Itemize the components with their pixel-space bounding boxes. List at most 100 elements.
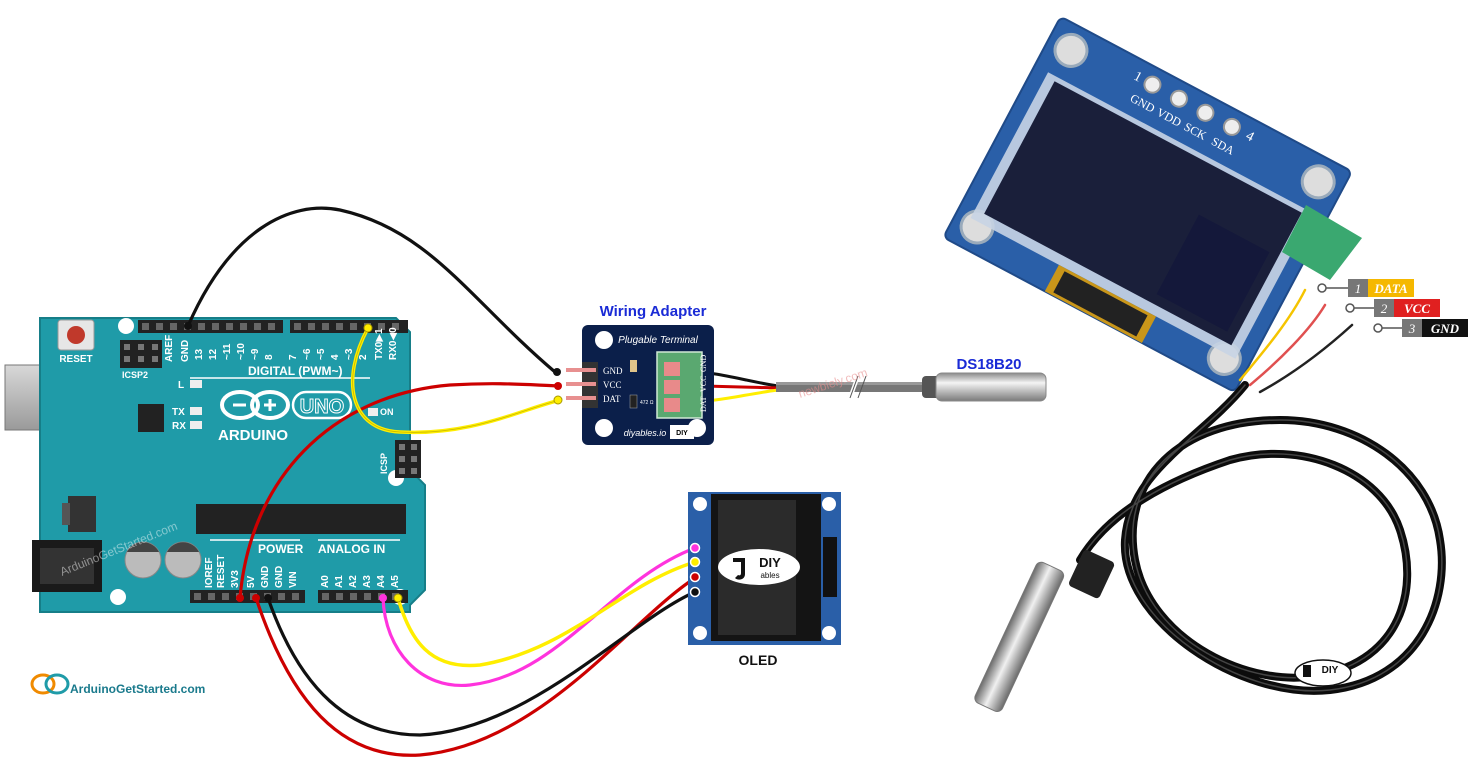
adapter-pin-dat: DAT <box>603 394 621 404</box>
power-pin-label: VIN <box>288 571 299 588</box>
bottom-pin-dots <box>194 593 399 600</box>
analog-pin-label: A0 <box>320 575 331 588</box>
digital-pin-label: GND <box>180 340 191 362</box>
led-tx-label: TX <box>172 407 185 418</box>
legend-name-box <box>1422 319 1468 337</box>
probe-tip <box>935 372 1047 402</box>
power-pin-label: 5V <box>246 575 257 588</box>
led-l-label: L <box>178 380 184 391</box>
legend-name-box <box>1368 279 1414 297</box>
adapter-pin-vcc: VCC <box>603 380 622 390</box>
terminal-pin-label: GND <box>699 354 708 372</box>
oled-module-photo: 1 4 GND VDD SCK SDA <box>944 17 1351 392</box>
power-pin-label: 3V3 <box>230 570 241 588</box>
legend-pin-dot <box>1317 283 1327 293</box>
digital-pin-label: TX0▶1 <box>374 328 385 360</box>
resistor-label: 472 Ω <box>640 400 654 406</box>
legend-num-box <box>1348 279 1368 297</box>
digital-pin-label: 7 <box>288 354 299 360</box>
wire-a4-sda <box>381 546 697 687</box>
ds18b20-probe-photo <box>1076 288 1446 695</box>
uno-badge <box>291 390 353 420</box>
led-rx-label: RX <box>172 421 186 432</box>
legend-name: VCC <box>1404 301 1430 316</box>
analog-pin-label: A2 <box>348 575 359 588</box>
svg-text:DIY: DIY <box>1322 665 1339 676</box>
oled-title: OLED <box>739 652 778 668</box>
svg-text:DIY: DIY <box>676 430 688 437</box>
probe-photo-tube <box>974 550 1115 712</box>
legend-pin-dot <box>1373 323 1383 333</box>
digital-pin-label: ~6 <box>302 348 313 360</box>
digital-pin-label: ~9 <box>250 348 261 360</box>
digital-pin-label: ~3 <box>344 348 355 360</box>
oled-flex-tab <box>1282 205 1362 280</box>
analog-pin-label: A5 <box>390 575 401 588</box>
wire-gnd-top <box>186 206 557 374</box>
terminal-pin-labels: GND VCC DAT <box>699 354 708 412</box>
digital-pin-label: ~10 <box>236 343 247 360</box>
power-label: POWER <box>258 542 304 556</box>
legend-pin-dot <box>1345 303 1355 313</box>
icsp-header <box>395 440 421 478</box>
digital-pin-label: 13 <box>194 348 205 360</box>
digital-header-label: DIGITAL (PWM~) <box>248 364 343 378</box>
legend-num: 2 <box>1381 301 1388 316</box>
adapter-diy-logo <box>670 425 694 439</box>
voltage-regulator <box>68 496 96 532</box>
sensor-wire-legend: 1 DATA 2 VCC 3 GND <box>1317 279 1468 337</box>
wire-5v-adapter <box>238 382 562 600</box>
terminal-pin-label: DAT <box>699 396 708 412</box>
arduinogetstarted-text: ArduinoGetStarted.com <box>70 682 205 696</box>
digital-pin-label: 12 <box>208 348 219 360</box>
digital-pin-label: RX0◀0 <box>388 327 399 360</box>
power-header <box>190 590 305 603</box>
legend-num: 3 <box>1408 321 1416 336</box>
legend-name-box <box>1394 299 1440 317</box>
atmega-chip <box>196 504 406 534</box>
legend-num-box <box>1374 299 1394 317</box>
wiring-adapter-title: Wiring Adapter <box>600 303 707 320</box>
ds18b20-title: DS18B20 <box>956 356 1021 373</box>
uno-label: UNO <box>300 396 344 418</box>
analog-pin-label: A1 <box>334 575 345 588</box>
arduino-brand: ARDUINO <box>218 427 288 444</box>
digital-pin-label: ~5 <box>316 348 327 360</box>
reset-label: RESET <box>59 354 92 365</box>
legend-name: GND <box>1431 321 1460 336</box>
small-chip <box>138 404 164 432</box>
legend-num-box <box>1402 319 1422 337</box>
digital-pin-label: ~11 <box>222 343 233 360</box>
arduinogetstarted-logo: ArduinoGetStarted.com <box>30 673 205 696</box>
analog-pin-label: A3 <box>362 575 373 588</box>
mount-hole <box>118 318 134 334</box>
power-pin-label: RESET <box>216 555 227 588</box>
digital-pin-label: 4 <box>330 354 341 360</box>
adapter-pin-gnd: GND <box>603 366 623 376</box>
oled-diagram: DIY ables OLED <box>688 492 841 668</box>
diyables-io-label: diyables.io <box>624 428 667 438</box>
legend-name: DATA <box>1373 281 1408 296</box>
mount-hole <box>110 589 126 605</box>
wire-end-dots <box>184 322 563 603</box>
digital-pin-label: 8 <box>264 354 275 360</box>
wires <box>186 206 780 757</box>
icsp2-label: ICSP2 <box>122 370 148 380</box>
oled-diy-bottom: ables <box>760 571 779 580</box>
digital-pin-label: AREF <box>164 335 175 362</box>
analog-pin-label: A4 <box>376 575 387 588</box>
power-pin-label: IOREF <box>204 557 215 588</box>
arduino-logo <box>220 390 290 420</box>
on-label: ON <box>380 407 394 417</box>
wiring-adapter: Wiring Adapter Plugable Terminal GND VCC… <box>566 303 714 445</box>
power-pin-label: GND <box>274 566 285 588</box>
terminal-pin-label: VCC <box>699 376 708 392</box>
digital-pin-label: 2 <box>358 354 369 360</box>
legend-num: 1 <box>1355 281 1362 296</box>
ds18b20-sensor: DS18B20 newbiely.com <box>776 356 1047 402</box>
oled-diy-top: DIY <box>759 555 781 570</box>
